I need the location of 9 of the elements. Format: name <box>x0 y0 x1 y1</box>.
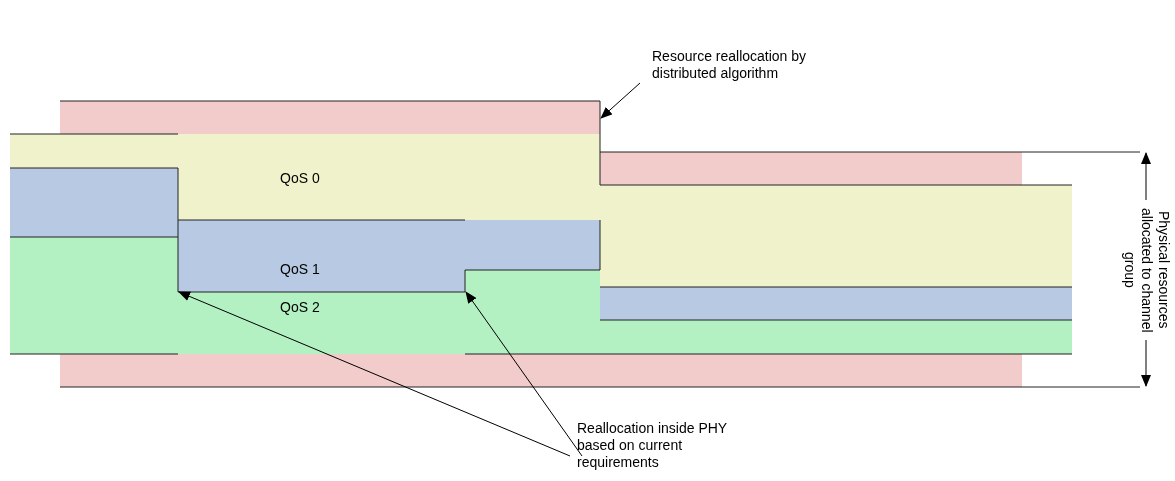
callout-text: Reallocation inside PHY based on current requirements <box>577 420 747 471</box>
band-label: QoS 0 <box>280 170 320 187</box>
band-label: QoS 2 <box>280 299 320 316</box>
callout-text: Resource reallocation by distributed algorithm <box>652 48 837 82</box>
band-label: QoS 1 <box>280 261 320 278</box>
leader-line <box>600 82 641 119</box>
leader-line <box>465 291 583 457</box>
leader-line <box>178 291 571 457</box>
dimension-label: Physical resources allocated to channel group <box>1120 200 1172 340</box>
